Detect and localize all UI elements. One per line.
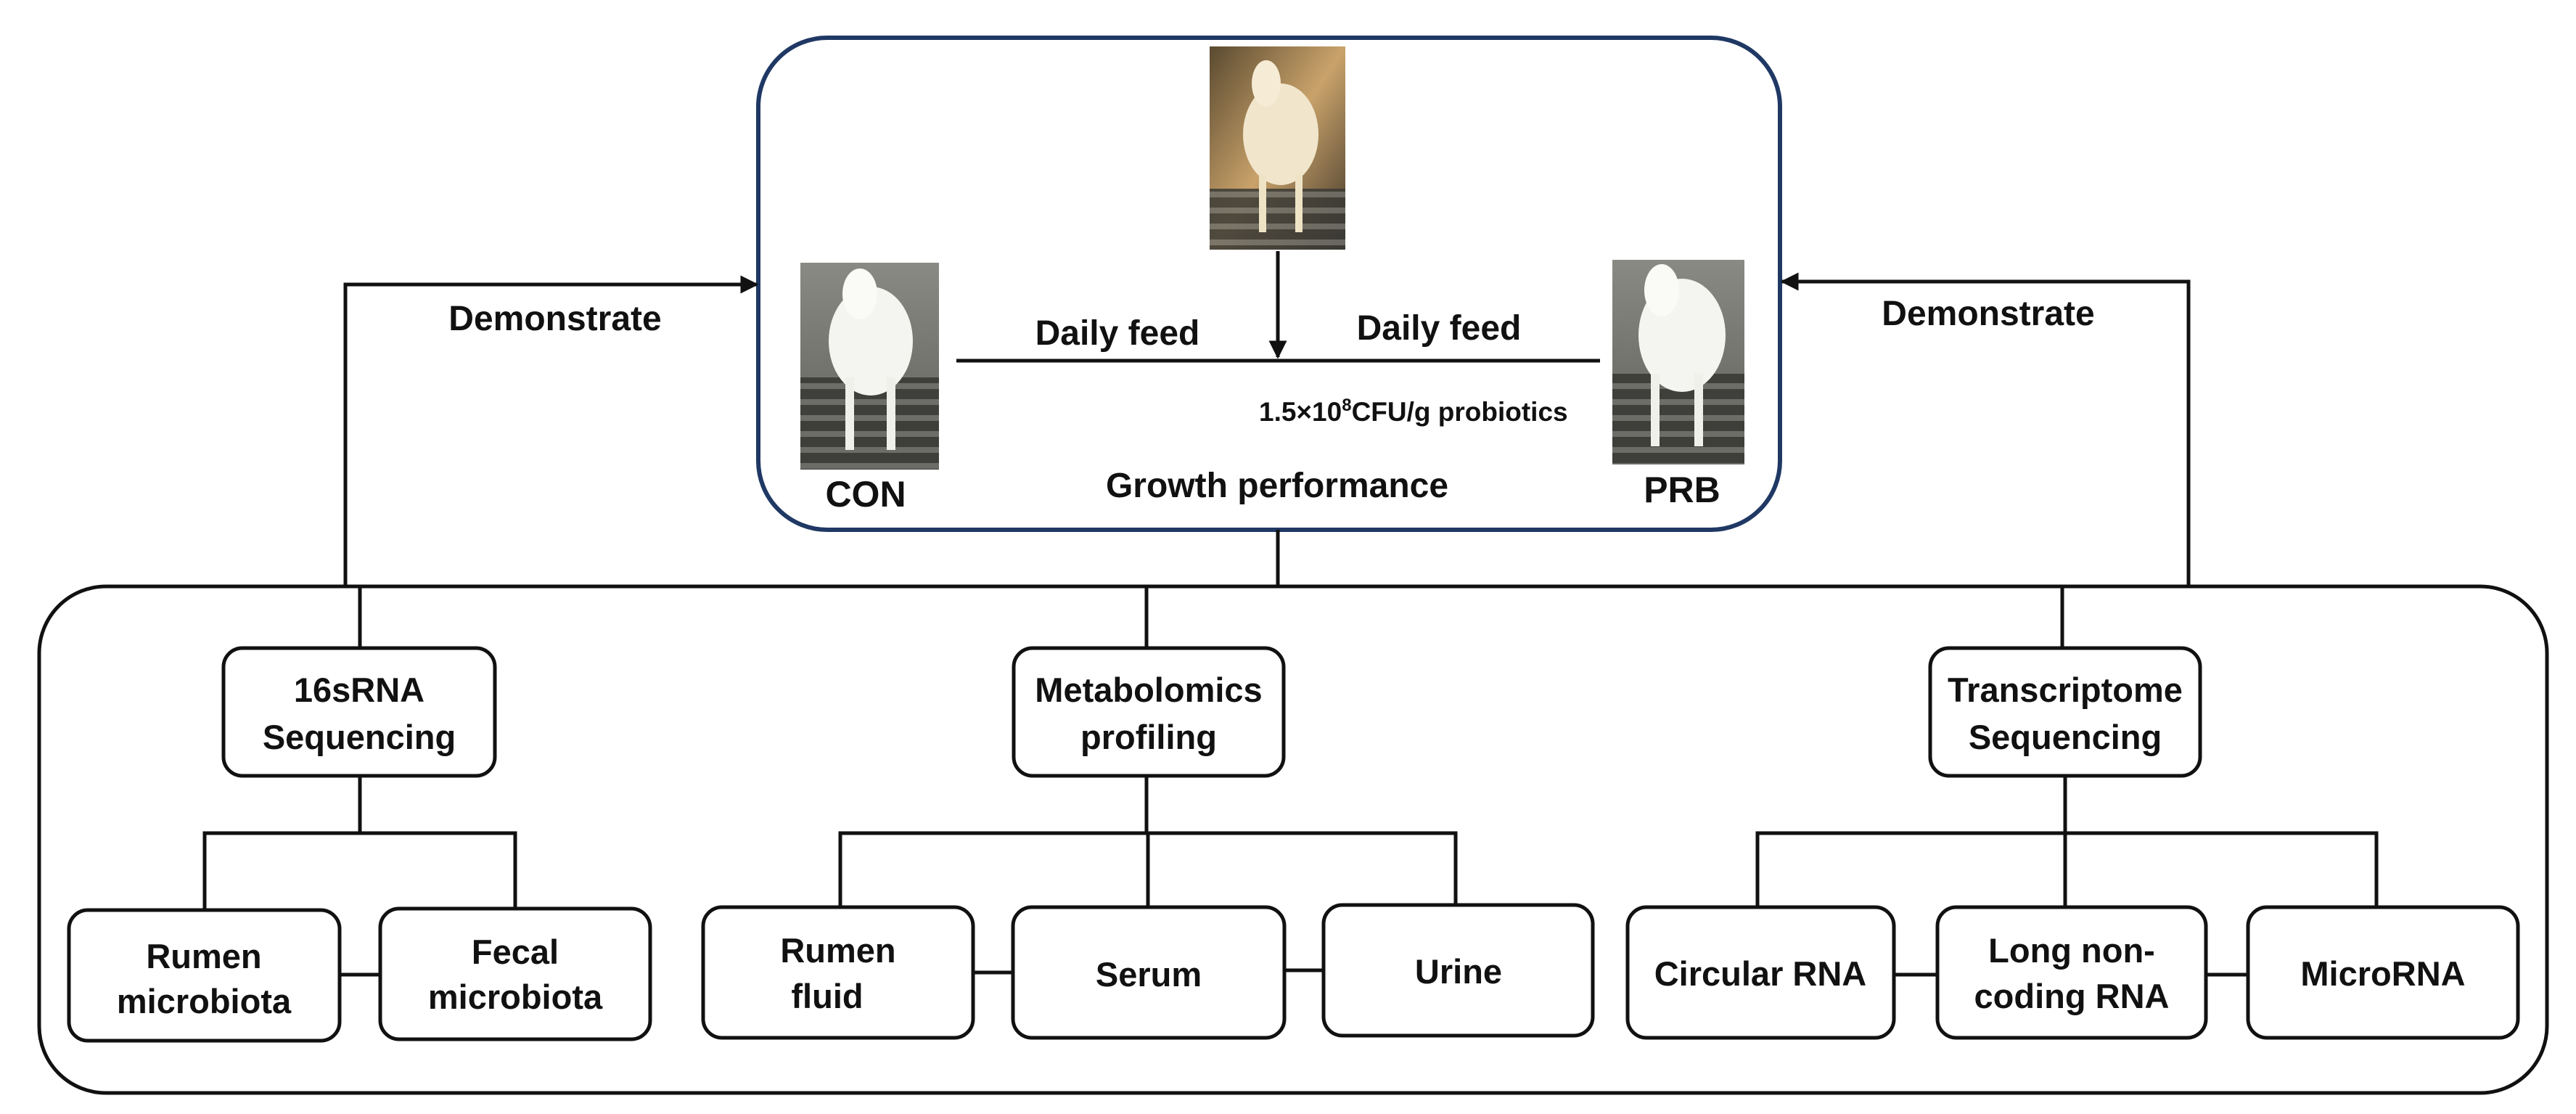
analysis-16srna-line1: 16sRNA [294,671,424,709]
daily-feed-left-label: Daily feed [1035,314,1200,353]
analysis-metabolomics-line1: Metabolomics [1035,671,1262,709]
leaf-fecal-microbiota: Fecal microbiota [378,906,652,1041]
right-feedback-arrow [1780,272,2191,586]
analysis-box-transcriptome: Transcriptome Sequencing [1928,646,2202,778]
analysis-metabolomics-line2: profiling [1080,718,1217,756]
leaf-rumen-fluid: Rumen fluid [701,905,975,1040]
leaf-rumen-fluid-line2: fluid [791,977,863,1015]
growth-performance-label: Growth performance [1106,467,1448,505]
sheep-photo-center [1210,46,1345,250]
leaf-long-noncoding-rna-line1: Long non- [1988,931,2155,970]
analysis-transcriptome-line1: Transcriptome [1948,671,2183,709]
leaf-serum: Serum [1011,905,1287,1040]
leaf-long-noncoding-rna: Long non- coding RNA [1935,905,2208,1040]
tree-16srna-bar [202,831,517,909]
demonstrate-right-label: Demonstrate [1882,295,2094,333]
analysis-transcriptome-line2: Sequencing [1969,718,2162,756]
leaf-rumen-microbiota: Rumen microbiota [67,908,342,1043]
leaf-fecal-microbiota-line1: Fecal [472,933,559,971]
leaf-microrna-label: MicroRNA [2300,954,2465,993]
analysis-16srna-line2: Sequencing [263,718,456,756]
con-label: CON [825,474,906,515]
leaf-rumen-microbiota-line1: Rumen [146,937,261,975]
daily-feed-right-label: Daily feed [1357,309,1522,348]
leaf-microrna: MicroRNA [2246,905,2520,1040]
analysis-box-metabolomics: Metabolomics profiling [1012,646,1286,778]
leaf-urine-label: Urine [1415,952,1502,991]
leaf-fecal-microbiota-line2: microbiota [428,978,603,1016]
demonstrate-left-label: Demonstrate [448,300,661,338]
analysis-box-16srna: 16sRNA Sequencing [221,646,497,778]
leaf-urine: Urine [1321,903,1595,1038]
analysis-panel-frame [37,584,2549,1095]
leaf-long-noncoding-rna-line2: coding RNA [1974,977,2170,1015]
left-feedback-arrow [343,275,759,586]
sheep-photo-prb [1612,260,1744,464]
sheep-photo-con [800,263,939,470]
leaf-rumen-fluid-line1: Rumen [780,931,895,970]
leaf-circular-rna-label: Circular RNA [1654,954,1867,993]
leaf-serum-label: Serum [1096,955,1202,994]
leaf-rumen-microbiota-line2: microbiota [117,982,292,1020]
prb-label: PRB [1644,470,1720,510]
leaf-circular-rna: Circular RNA [1625,905,1896,1040]
probiotic-dose-label: 1.5×108CFU/g probiotics [1259,396,1568,427]
